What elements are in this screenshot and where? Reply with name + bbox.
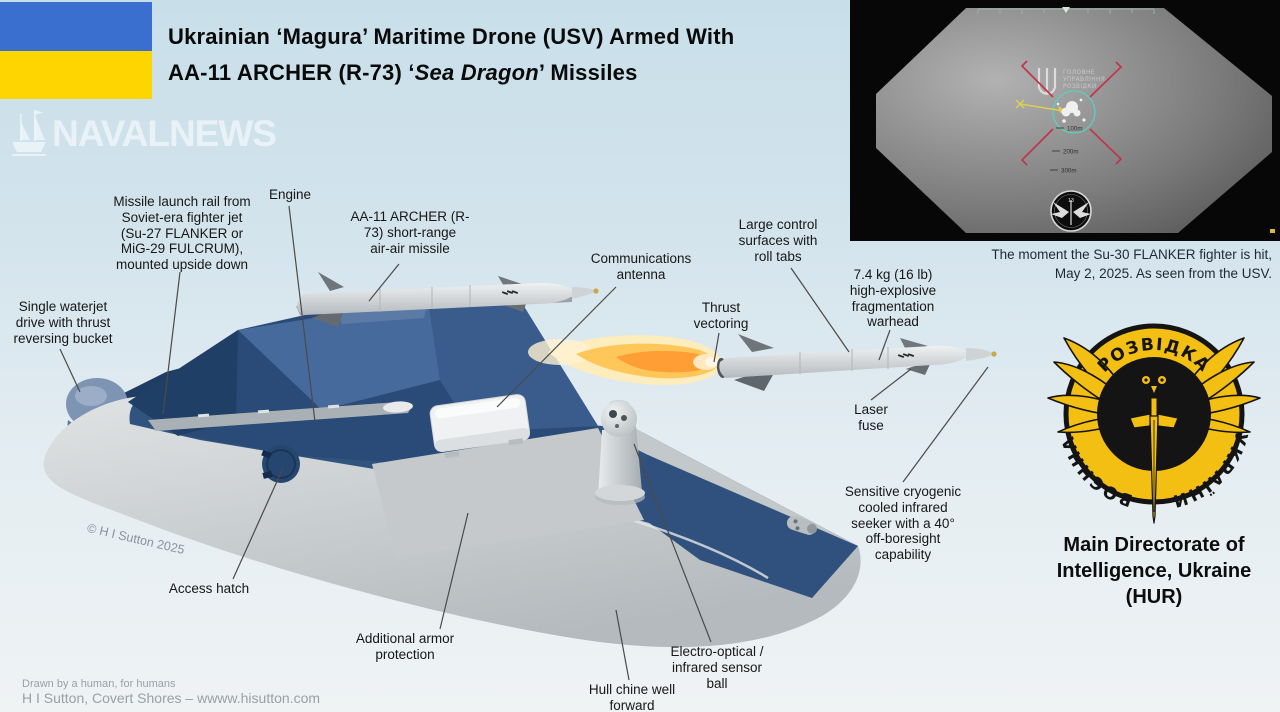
title-line1: Ukrainian ‘Magura’ Maritime Drone (USV) … [168,24,735,49]
hur-caption: Main Directorate of Intelligence, Ukrain… [1056,534,1252,608]
title-line2-post: ’ Missiles [538,60,638,85]
caption-line1: The moment the Su-30 FLANKER fighter is … [991,247,1272,262]
credits-line1: Drawn by a human, for humans [22,678,176,690]
label-ir-seeker: Sensitive cryogenic cooled infrared seek… [844,484,962,563]
label-communications-antenna: Communications antenna [590,251,692,282]
lower-launch-rail [148,401,413,431]
launching-missile [716,334,997,391]
hud-org-line3: РОЗВІДКИ [1063,84,1097,90]
label-missile-launch-rail: Missile launch rail from Soviet-era figh… [113,194,251,273]
label-eo-ir-sensor-ball: Electro-optical / infrared sensor ball [670,644,764,691]
camera-viewport [876,8,1272,233]
trident-icon [1037,68,1057,95]
eo-sensor-mast [595,400,645,505]
label-warhead: 7.4 kg (16 lb) high-explosive fragmentat… [849,267,937,330]
ship-icon [12,110,46,156]
page-title: Ukrainian ‘Magura’ Maritime Drone (USV) … [168,19,828,91]
hud-org-line2: УПРАВЛІННЯ [1063,77,1105,83]
ukraine-flag [0,2,152,99]
impact-flash [1056,98,1086,123]
navalnews-watermark: NAVALNEWS [10,110,277,158]
targeting-reticle [1015,60,1123,166]
label-hull-chine: Hull chine well forward [588,682,676,712]
label-large-control-surfaces: Large control surfaces with roll tabs [738,217,818,264]
title-line2-italic: Sea Dragon [414,60,539,85]
screenshot-caption: The moment the Su-30 FLANKER fighter is … [900,246,1272,284]
label-additional-armor: Additional armor protection [355,631,455,662]
owl-icon [1138,362,1170,412]
range-300: 300m [1061,168,1076,175]
label-access-hatch: Access hatch [168,581,250,596]
eo-sensor-ball [601,401,637,437]
hud-corner-marker [1270,229,1275,233]
label-laser-fuse: Laser fuse [854,402,888,433]
title-line2-pre: AA-11 ARCHER (R-73) ‘ [168,60,415,85]
hud-org-line1: ГОЛОВНЕ [1063,70,1095,76]
credits-line2: H I Sutton, Covert Shores – wwww.hisutto… [22,690,321,706]
flag-yellow-stripe [0,50,152,99]
label-aa11-missile: AA-11 ARCHER (R- 73) short-range air-air… [350,209,470,256]
caption-line2: May 2, 2025. As seen from the USV. [1054,265,1272,281]
bow-fitting [786,515,818,535]
hur-emblem: РОЗВІДКА ВОЄННА УКРАЇНИ [1047,323,1261,524]
unit-badge: 13 [1050,190,1092,232]
sword-icon [1129,397,1179,524]
strike-video-frame: ГОЛОВНЕ УПРАВЛІННЯ РОЗВІДКИ [850,0,1280,241]
range-200: 200m [1063,149,1078,156]
range-100: 100m [1067,126,1082,133]
title-line2: AA-11 ARCHER (R-73) ‘Sea Dragon’ Missile… [168,55,828,91]
label-waterjet-drive: Single waterjet drive with thrust revers… [13,299,113,346]
range-marks: 100m 200m 300m [1050,126,1082,175]
flag-blue-stripe [0,2,152,51]
credits: Drawn by a human, for humans H I Sutton,… [22,678,320,706]
badge-number: 13 [1068,198,1074,204]
strike-video-hud: ГОЛОВНЕ УПРАВЛІННЯ РОЗВІДКИ [850,0,1280,241]
label-engine: Engine [268,187,312,202]
hud-scale-marker [1062,7,1070,13]
watermark-text: NAVALNEWS [52,113,277,154]
label-thrust-vectoring: Thrust vectoring [693,300,749,331]
